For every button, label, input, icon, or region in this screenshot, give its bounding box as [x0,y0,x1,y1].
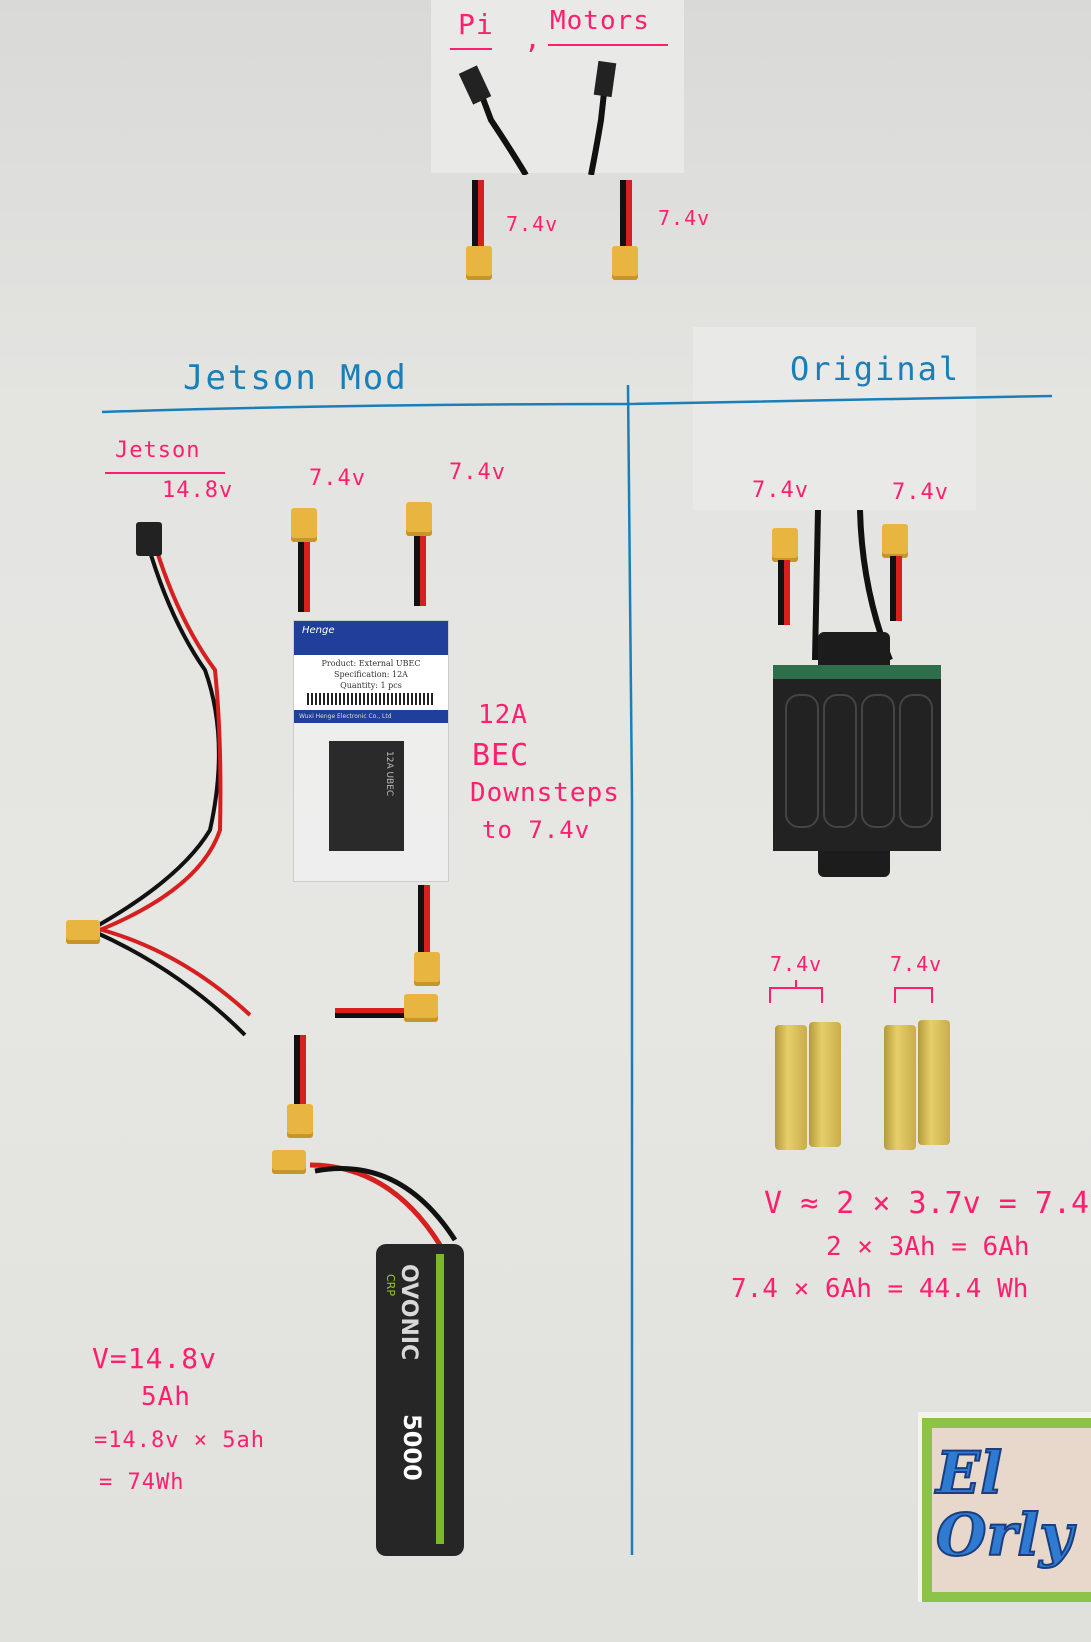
xt60-jetson-b [406,502,432,536]
wire-jetson-b [414,536,426,606]
xt60-lipo-lead [287,1104,313,1138]
wire-original-a [778,560,790,625]
xt60-jetson-a [291,508,317,542]
label-pi: Pi [458,8,494,41]
label-comma: , [524,22,542,55]
lipo-capacity: 5000 [398,1414,426,1481]
wire-original-b [890,556,902,621]
underline-motors [548,44,668,46]
lipo-stripe [436,1254,444,1544]
label-jetson-7v4-a: 7.4v [309,466,366,491]
bec-maker: Wuxi Henge Electronic Co., Ltd [294,710,448,723]
lipo-battery: OVONIC CRP 5000 [376,1244,464,1556]
bec-qty: Quantity: 1 pcs [340,681,402,690]
bec-module: 12A UBEC [329,741,404,851]
lipo-sub: CRP [384,1274,397,1296]
label-jetson-7v4-b: 7.4v [449,460,506,485]
barcode [307,693,435,705]
original-formula-3: 7.4 × 6Ah = 44.4 Wh [731,1274,1029,1304]
bec-note-1: 12A [478,700,528,730]
heading-jetson-mod: Jetson Mod [183,358,408,398]
xt60-harness [66,920,100,944]
bec-note-4: to 7.4v [482,816,591,844]
underline-pi [450,48,492,50]
original-formula-2: 2 × 3Ah = 6Ah [826,1232,1030,1262]
underline-jetson [105,472,225,474]
wire-bec-out [418,885,430,955]
cell-2 [809,1022,841,1147]
bec-note-2: BEC [472,738,530,773]
xt60-lipo [272,1150,306,1174]
cell-3 [884,1025,916,1150]
xt60-jetson [136,522,162,556]
xt60-original-b [882,524,908,558]
wire-pi [472,180,484,246]
label-original-7v4-a: 7.4v [752,478,809,503]
label-original-7v4-b: 7.4v [892,480,949,505]
wire-jetson-a [298,542,310,612]
label-motors: Motors [550,6,650,36]
xt60-pi [466,246,492,280]
label-jetson: Jetson [115,438,201,463]
bec-note-3: Downsteps [470,778,620,808]
label-motors-voltage: 7.4v [658,206,711,230]
lipo-formula-3: =14.8v × 5ah [94,1428,265,1453]
lipo-formula-4: = 74Wh [99,1470,185,1495]
label-cells-7v4-a: 7.4v [770,952,823,976]
lipo-leads [309,1162,458,1247]
wire-adapter [335,1008,405,1018]
original-photo-inset [693,327,976,510]
lipo-formula-1: V=14.8v [92,1342,218,1375]
bec-package: Henge Product: External UBEC Specificati… [293,620,449,882]
y-harness-cable [89,544,252,1037]
cell-4 [918,1020,950,1145]
label-pi-voltage: 7.4v [506,212,559,236]
wire-motors [620,180,632,246]
barrel-cables [458,60,617,175]
bec-brand: Henge [294,621,448,655]
bec-spec: Specification: 12A [334,670,408,679]
label-cells-7v4-b: 7.4v [890,952,943,976]
lipo-brand: OVONIC [396,1264,421,1361]
label-jetson-voltage: 14.8v [162,478,234,503]
xt60-original-a [772,528,798,562]
lipo-formula-2: 5Ah [141,1382,191,1412]
original-formula-1: V ≈ 2 × 3.7v = 7.4v, [764,1186,1091,1221]
bec-product: Product: External UBEC [321,659,421,668]
battery-holder [773,665,941,851]
wire-lipo-lead [294,1035,306,1105]
cell-brackets [769,980,933,1003]
xt60-adapter [404,994,438,1022]
xt60-bec-out [414,952,440,986]
cell-1 [775,1025,807,1150]
xt60-motors [612,246,638,280]
heading-original: Original [790,350,961,388]
